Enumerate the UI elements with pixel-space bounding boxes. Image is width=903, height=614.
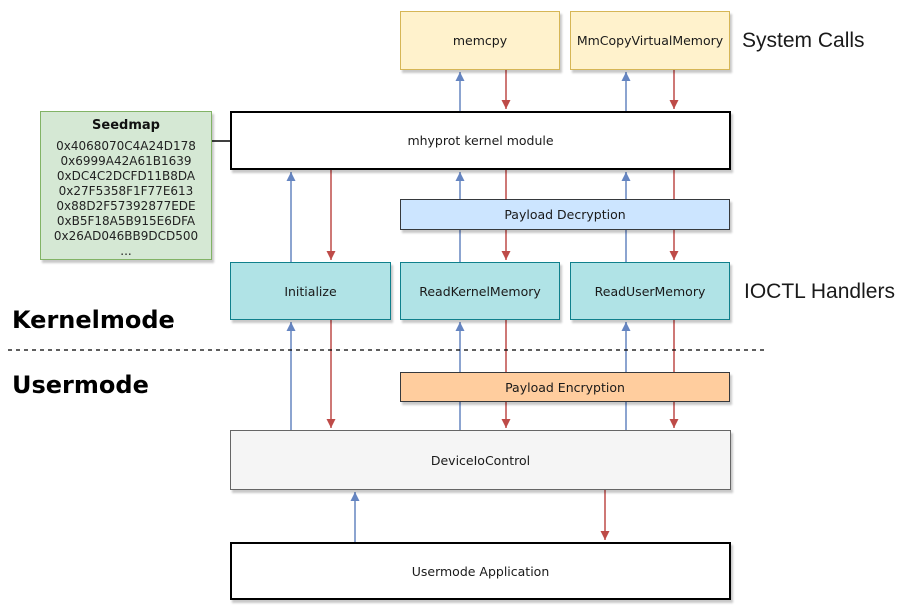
ioctl-handlers-label: IOCTL Handlers [744, 280, 895, 303]
seedmap-entry: 0xDC4C2DCFD11B8DA [56, 169, 196, 183]
node-initialize-label: Initialize [284, 283, 337, 299]
node-mhyprot-kernel-module: mhyprot kernel module [230, 111, 731, 170]
node-mm-copy-virtual-memory-label: MmCopyVirtualMemory [576, 33, 724, 48]
node-read-user-memory-label: ReadUserMemory [594, 283, 706, 299]
usermode-label: Usermode [12, 371, 149, 399]
node-memcpy-label: memcpy [452, 33, 508, 48]
seedmap-entry: 0x6999A42A61B1639 [60, 154, 192, 168]
system-calls-label: System Calls [742, 29, 865, 52]
seedmap-entry: 0x88D2F57392877EDE [56, 199, 196, 213]
node-memcpy: memcpy [400, 11, 560, 70]
node-read-kernel-memory-label: ReadKernelMemory [419, 283, 541, 299]
node-mhyprot-kernel-module-label: mhyprot kernel module [407, 133, 554, 148]
node-payload-encryption-label: Payload Encryption [505, 379, 625, 395]
seedmap-title: Seedmap [92, 118, 160, 133]
seedmap-entries: 0x4068070C4A24D178 0x6999A42A61B1639 0xD… [54, 139, 198, 259]
seedmap-box: Seedmap 0x4068070C4A24D178 0x6999A42A61B… [40, 111, 212, 260]
seedmap-entry: 0xB5F18A5B915E6DFA [56, 214, 196, 228]
seedmap-entry: 0x4068070C4A24D178 [56, 139, 196, 153]
node-device-io-control: DeviceIoControl [230, 430, 731, 490]
seedmap-entry: 0x27F5358F1F77E613 [58, 184, 194, 198]
seedmap-entry-ellipsis: ... [120, 244, 132, 258]
node-mm-copy-virtual-memory: MmCopyVirtualMemory [570, 11, 730, 70]
node-payload-decryption-label: Payload Decryption [504, 207, 626, 222]
node-payload-encryption: Payload Encryption [400, 372, 730, 402]
node-initialize: Initialize [230, 262, 391, 320]
seedmap-entry: 0x26AD046BB9DCD500 [53, 229, 199, 243]
node-device-io-control-label: DeviceIoControl [430, 452, 531, 468]
node-payload-decryption: Payload Decryption [400, 199, 730, 230]
node-read-kernel-memory: ReadKernelMemory [400, 262, 560, 320]
node-usermode-application: Usermode Application [230, 542, 731, 600]
kernelmode-label: Kernelmode [12, 306, 175, 334]
node-usermode-application-label: Usermode Application [411, 563, 550, 579]
node-read-user-memory: ReadUserMemory [570, 262, 730, 320]
